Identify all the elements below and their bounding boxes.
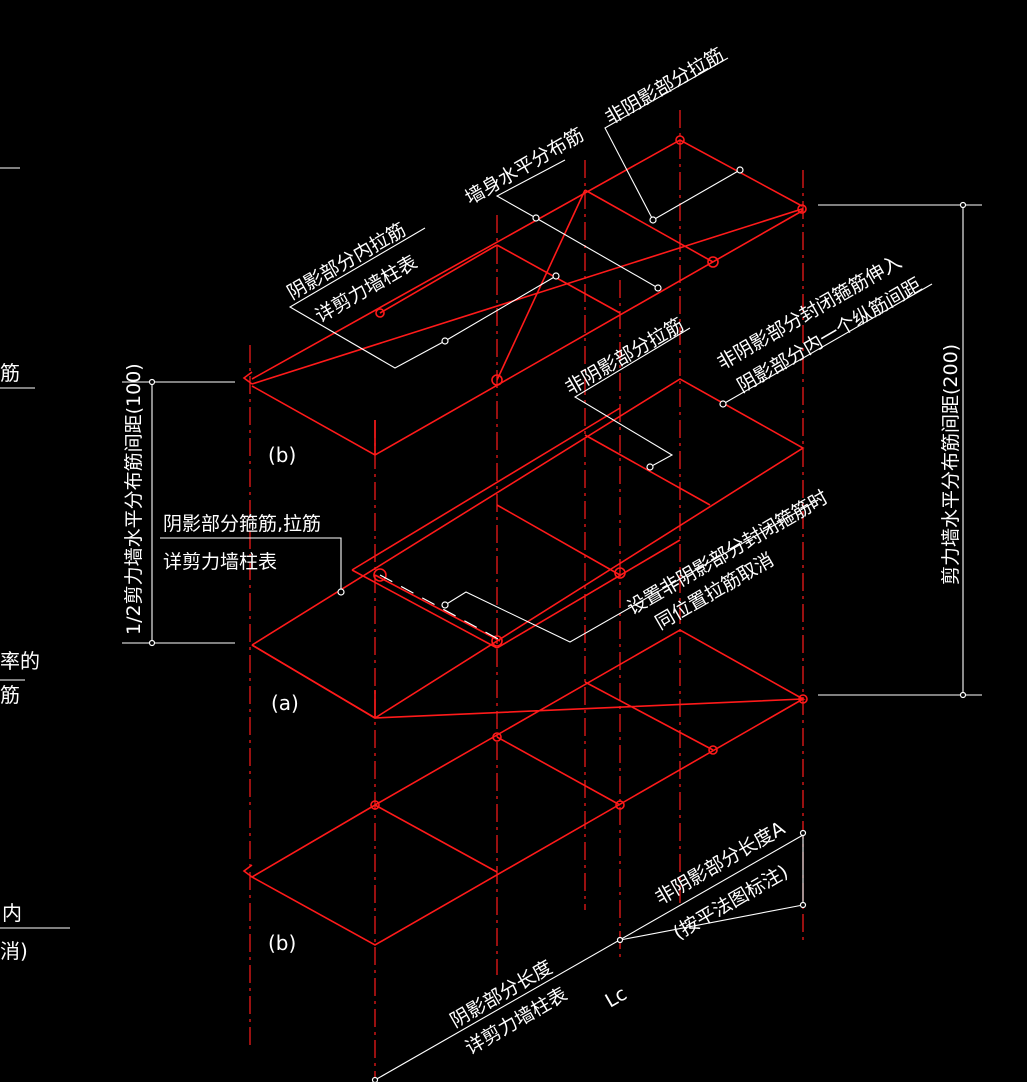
- label-shadow-stirrup: 阴影部分箍筋,拉筋: [163, 513, 321, 535]
- left-fragment-1: 筋: [0, 361, 20, 385]
- left-edge-fragments: 筋 率的 筋 内 消): [0, 167, 70, 963]
- label-full-spacing: 剪力墙水平分布筋间距(200): [940, 344, 962, 585]
- label-top-nonshadow-tie: 非阴影部分拉筋: [602, 44, 728, 130]
- left-fragment-5: 消): [0, 939, 28, 963]
- label-half-spacing: 1/2剪力墙水平分布筋间距(100): [123, 363, 145, 635]
- left-fragment-2: 率的: [0, 649, 40, 673]
- label-wall-horizontal-bar: 墙身水平分布筋: [462, 124, 588, 210]
- annotations: 非阴影部分拉筋 墙身水平分布筋 阴影部分内拉筋 详剪力墙柱表 非阴影部分拉筋 非…: [123, 44, 962, 1060]
- label-shadow-stirrup-ref: 详剪力墙柱表: [163, 551, 277, 573]
- leader-lines: [160, 57, 933, 643]
- label-level-a: (a): [271, 691, 299, 715]
- left-fragment-3: 筋: [0, 683, 20, 707]
- label-level-b-bottom: (b): [268, 931, 296, 955]
- dimension-lines: [122, 201, 982, 1082]
- label-cancel-note: 设置非阴影部分封闭箍筋时: [624, 486, 832, 619]
- left-fragment-4: 内: [2, 901, 22, 925]
- label-lc: Lc: [602, 983, 631, 1013]
- level-lower-rebar: [242, 629, 808, 946]
- level-b-top-rebar: [242, 135, 807, 456]
- label-level-b-top: (b): [268, 443, 296, 467]
